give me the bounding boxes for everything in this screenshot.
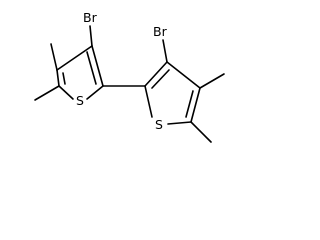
bond-right-c5-s [167,121,192,125]
bond-left-c4-methyl [50,43,58,71]
bond-left-c2-s [86,85,104,100]
right-thiophene-ring [144,61,201,125]
bond-right-s-c2 [144,85,153,118]
bond-left-c4-c3 [56,45,93,71]
bond-right-c3-c4 [166,61,201,89]
bond-left-c5-c4 [56,69,60,87]
bond-right-c5-methyl [190,121,212,143]
bond-left-s-c5 [58,85,74,100]
bond-right-c4-c5 [190,87,201,123]
bond-right-c4-c5-inner [185,90,194,118]
bond-left-c5-c4-inner [62,72,66,85]
bond-right-c2-c3 [144,61,168,87]
bond-right-c3-br [162,39,168,63]
right-substituents [162,39,225,143]
bond-left-c3-c2 [91,45,104,87]
bond-left-c5-methyl [34,85,60,101]
bromine-label-right: Br [153,24,168,39]
left-thiophene-ring [56,45,104,100]
bond-left-c3-br [89,25,93,47]
bond-right-c2-c3-inner [151,69,170,89]
atom-labels: Br Br S S [76,10,168,132]
left-substituents [34,25,93,101]
sulfur-label-left: S [76,93,84,108]
bromine-label-left: Br [83,10,98,25]
chemical-structure: Br Br S S [34,10,225,143]
bond-left-c3-c2-inner [86,51,97,85]
sulfur-label-right: S [155,117,163,132]
bond-right-c4-methyl [199,73,225,89]
